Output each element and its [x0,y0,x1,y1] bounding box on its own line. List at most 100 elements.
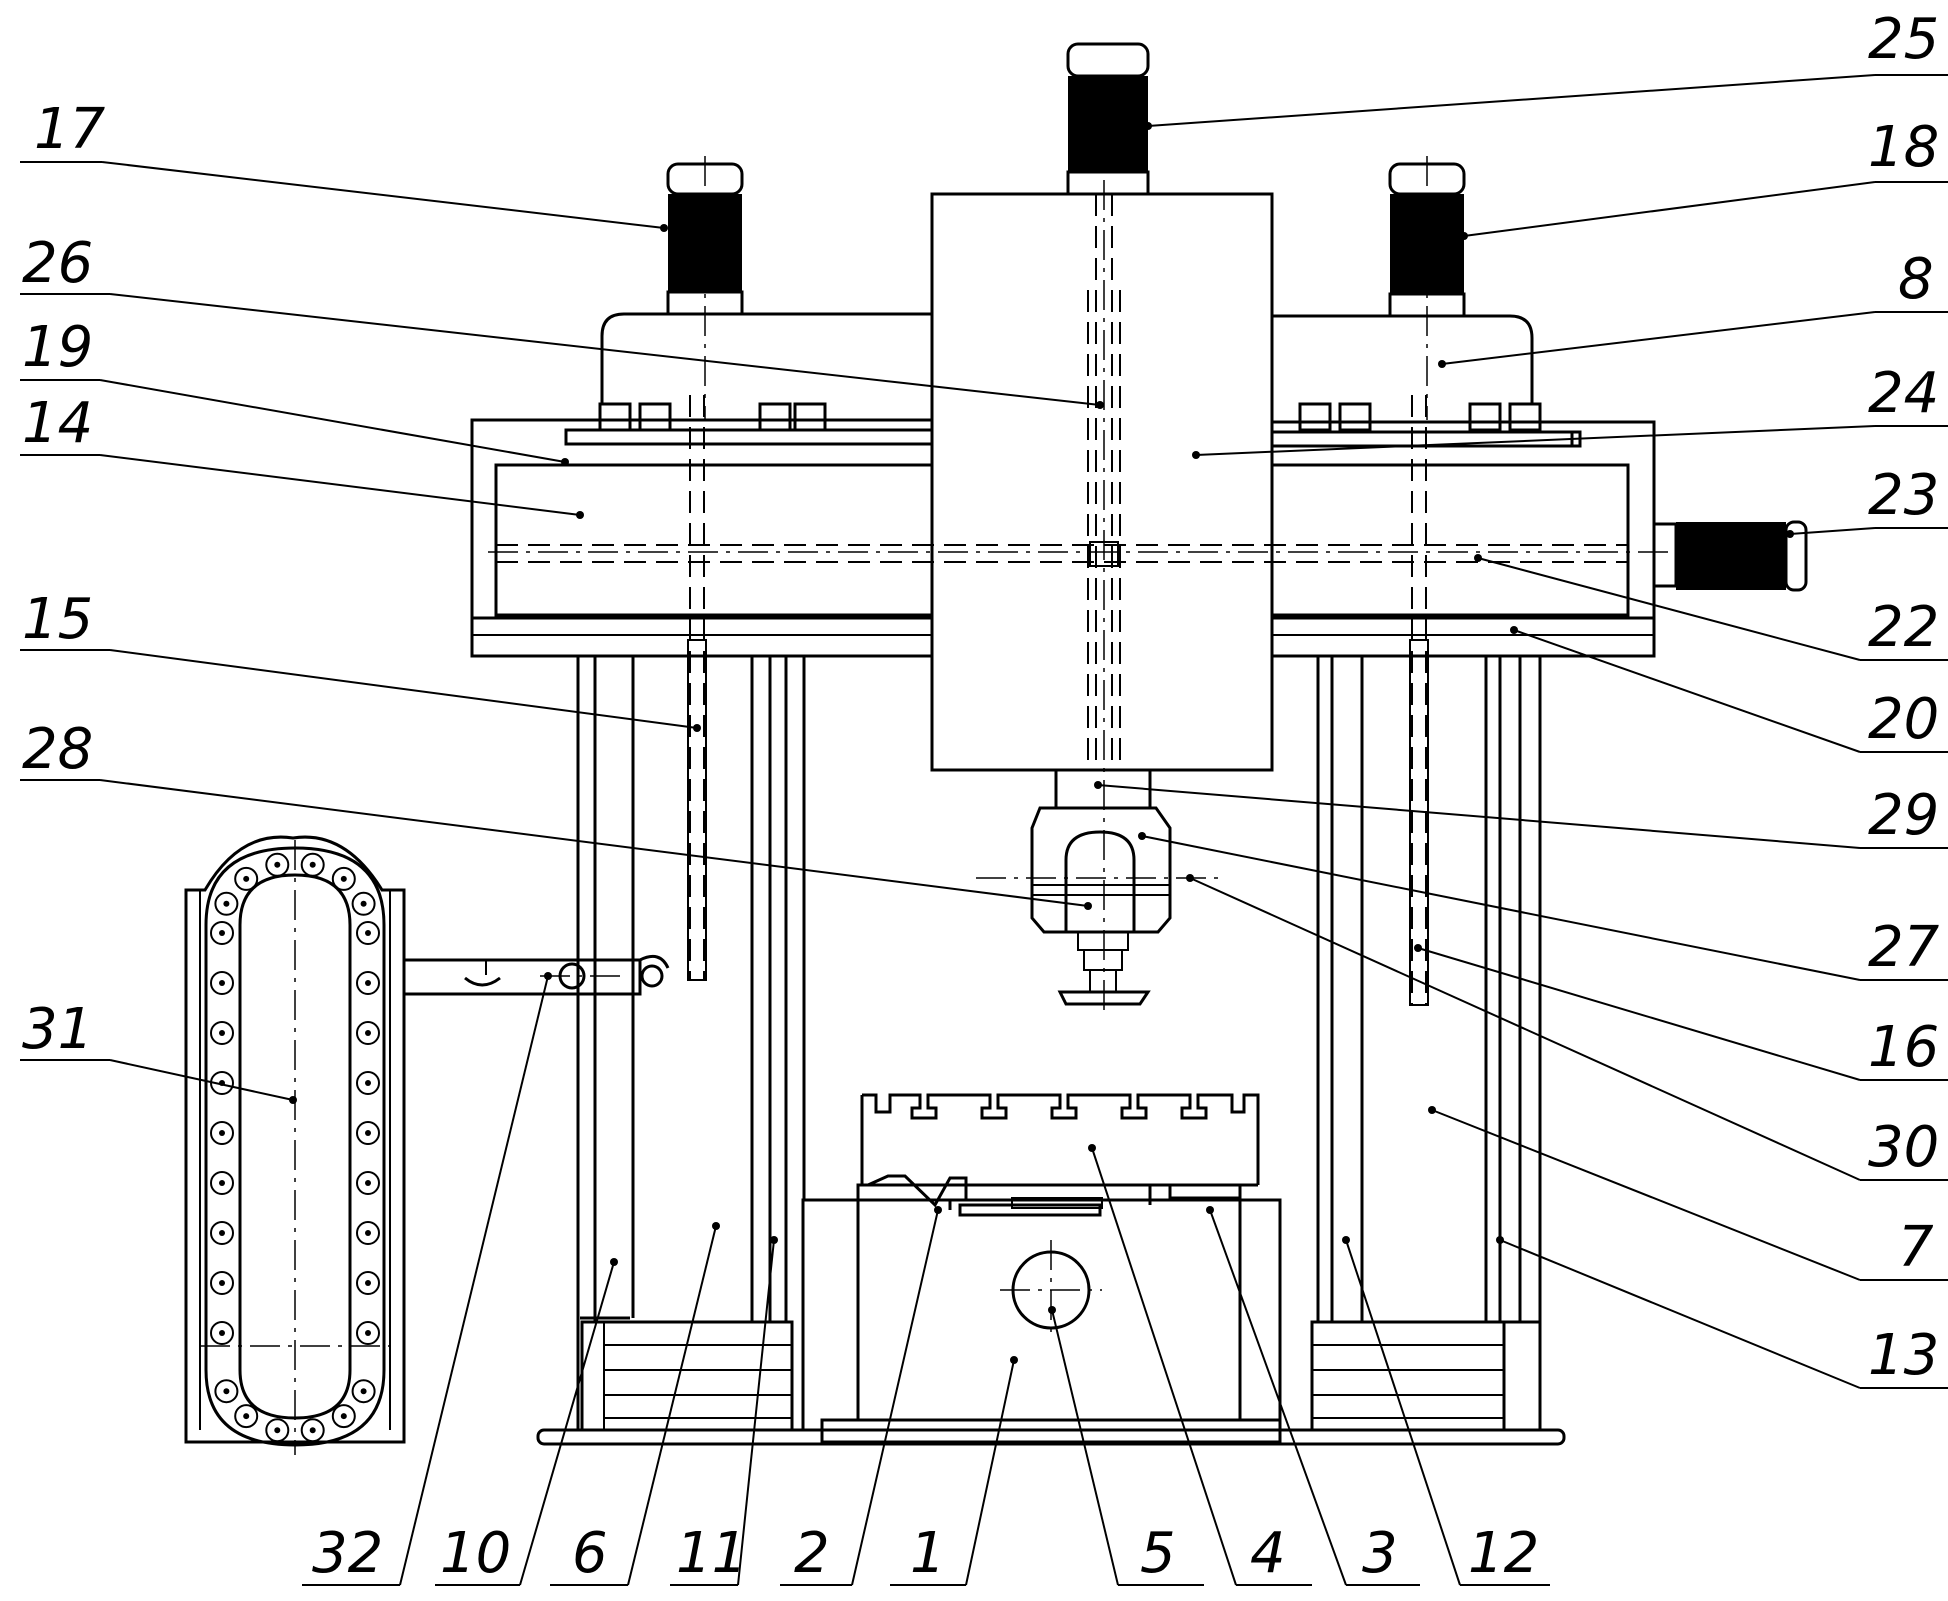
tool-pocket-center [365,1080,371,1086]
tool-pocket-center [365,1230,371,1236]
tool-pocket [356,921,380,945]
tool-pocket-center [274,861,281,868]
tool-pocket [356,1121,380,1145]
tool-pocket [356,1271,380,1295]
left-column [576,395,806,1430]
tool-pocket [214,1379,239,1404]
label-24: 24 [1868,361,1939,426]
motor-18 [1388,156,1466,420]
tool-pocket-center [365,1030,371,1036]
tool-pocket-center [365,1280,371,1286]
motor-17 [666,156,744,420]
label-26: 26 [22,231,93,296]
tool-pocket [210,1271,234,1295]
tool-pocket-center [309,861,316,868]
tool-pocket [356,1221,380,1245]
tool-pocket-center [365,1130,371,1136]
label-28: 28 [22,717,93,782]
label-10: 10 [440,1521,511,1586]
tool-pocket [356,1321,380,1345]
tool-pocket [331,866,356,891]
tool-pocket [356,1021,380,1045]
tool-pocket-center [365,930,371,936]
label-23: 23 [1868,463,1939,528]
label-3: 3 [1362,1521,1398,1586]
tool-pocket [234,1404,259,1429]
bed [801,1183,1282,1444]
label-15: 15 [22,587,93,652]
label-13: 13 [1868,1323,1939,1388]
label-27: 27 [1868,915,1940,980]
tool-pocket-center [243,1413,250,1420]
label-12: 12 [1468,1521,1539,1586]
motor-23 [1652,520,1808,592]
tool-pocket [351,891,376,916]
part-labels: 17 26 19 14 15 28 31 25 18 8 24 23 22 20… [22,7,1940,1586]
tool-pocket [300,852,325,877]
label-11: 11 [676,1521,747,1586]
tool-pocket [356,971,380,995]
tool-pocket [210,1221,234,1245]
label-31: 31 [22,997,93,1062]
tool-pocket-center [219,1030,225,1036]
label-5: 5 [1140,1521,1176,1586]
tool-pocket-center [274,1427,281,1434]
label-30: 30 [1868,1115,1939,1180]
tool-pocket [210,1121,234,1145]
tool-pocket-center [360,900,367,907]
label-2: 2 [794,1521,830,1586]
tool-pocket-center [219,980,225,986]
label-25: 25 [1868,7,1939,72]
label-8: 8 [1898,247,1934,312]
tool-pocket [356,1071,380,1095]
label-22: 22 [1868,595,1939,660]
tool-pocket [331,1404,356,1429]
label-20: 20 [1868,687,1939,752]
tool-pocket [210,1321,234,1345]
tool-pocket [234,866,259,891]
label-29: 29 [1868,783,1939,848]
work-table [860,1093,1260,1217]
tool-pocket-center [219,1230,225,1236]
tool-pocket [210,1021,234,1045]
spindle-head [930,180,1274,1010]
base-plate [536,1428,1566,1446]
tool-pocket [265,852,290,877]
tool-pocket [210,971,234,995]
tool-pocket-center [223,900,230,907]
tool-pocket [356,1171,380,1195]
tool-pocket-center [340,1413,347,1420]
label-16: 16 [1868,1015,1939,1080]
tool-pocket-center [219,1330,225,1336]
label-7: 7 [1898,1215,1934,1280]
label-17: 17 [34,97,106,162]
tool-pocket-center [365,1180,371,1186]
label-14: 14 [22,391,93,456]
tool-pocket-center [223,1388,230,1395]
tool-pocket-center [309,1427,316,1434]
tool-holder [976,768,1226,1006]
tool-pocket-center [219,930,225,936]
tool-pocket-center [243,875,250,882]
right-column [1312,395,1542,1430]
tool-pocket-center [340,875,347,882]
tool-pocket [210,1171,234,1195]
tool-pocket [351,1379,376,1404]
motor-25 [1066,42,1150,196]
tool-pocket-center [365,980,371,986]
tool-pocket-center [219,1280,225,1286]
label-32: 32 [312,1521,383,1586]
tool-pocket [210,921,234,945]
tool-pocket-center [219,1130,225,1136]
cross-beam [470,312,1680,658]
leader-lines [20,74,1948,1586]
tool-magazine [184,835,670,1455]
label-19: 19 [22,315,93,380]
label-6: 6 [572,1521,608,1586]
right-foot [1310,1320,1506,1432]
label-1: 1 [910,1521,946,1586]
tool-pocket-center [365,1330,371,1336]
label-18: 18 [1868,115,1939,180]
tool-pocket-center [219,1180,225,1186]
